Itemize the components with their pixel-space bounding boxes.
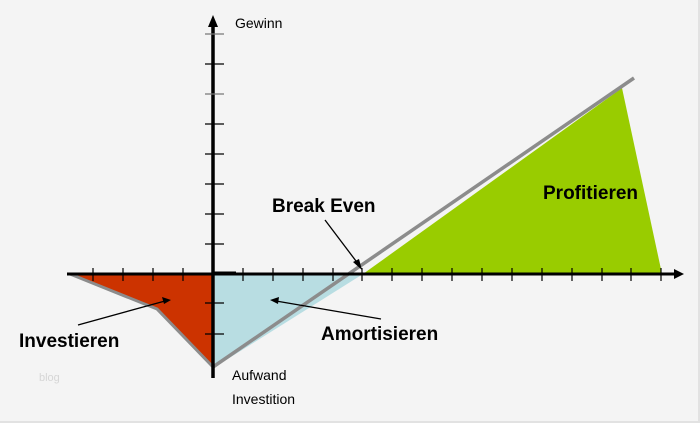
investieren-region (70, 274, 212, 366)
x-axis-ticks (92, 268, 662, 281)
profitieren-label: Profitieren (543, 183, 639, 204)
investment-line (69, 272, 215, 369)
investieren-label: Investieren (19, 331, 120, 352)
x-axis-label-aufwand: Aufwand (232, 367, 287, 383)
watermark: blog (39, 372, 60, 384)
profit-line (212, 76, 635, 369)
break-even-arrow (324, 219, 362, 270)
y-axis-ticks (205, 33, 224, 335)
y-axis-arrow-icon (208, 15, 218, 27)
investieren-arrow (77, 297, 171, 326)
amortisieren-arrow (270, 297, 382, 320)
amortisieren-region (215, 274, 363, 367)
x-axis-label-investition: Investition (232, 391, 296, 407)
profitieren-region (363, 88, 662, 274)
amortisieren-label: Amortisieren (321, 324, 439, 345)
break-even-label: Break Even (272, 196, 376, 217)
y-axis-label: Gewinn (235, 15, 283, 31)
x-axis-arrow-icon (674, 269, 684, 279)
